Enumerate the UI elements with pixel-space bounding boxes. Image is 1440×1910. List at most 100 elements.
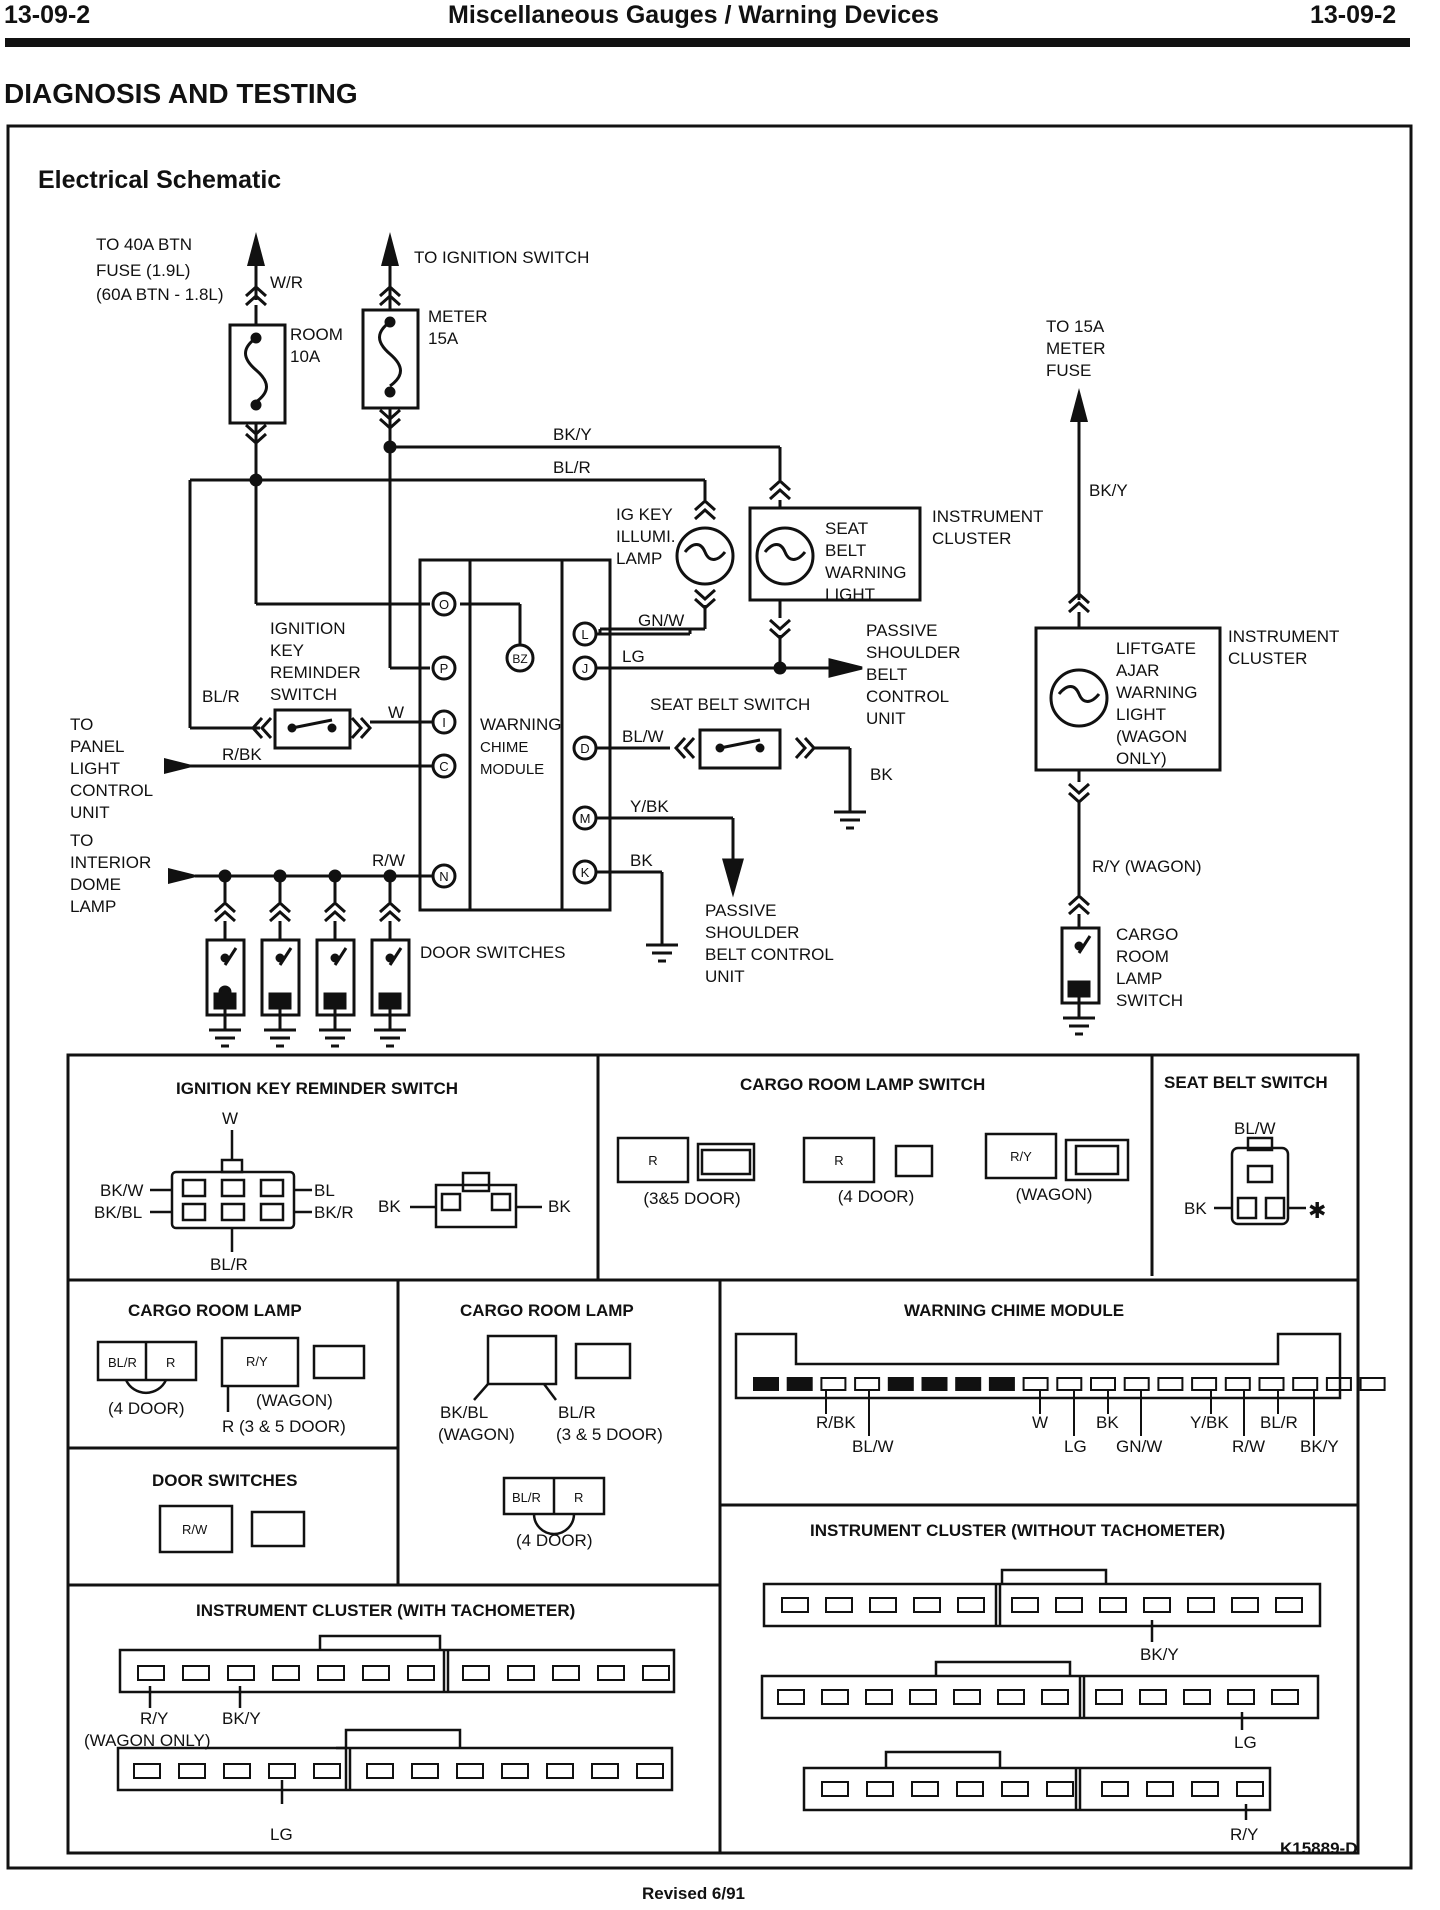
instrument-cluster-seatbelt [748,506,922,602]
connector-pin [1359,1377,1386,1391]
svg-text:INSTRUMENT: INSTRUMENT [1228,627,1339,646]
svg-text:R/Y: R/Y [140,1709,168,1728]
svg-text:DOOR SWITCHES: DOOR SWITCHES [420,943,565,962]
connector-pin [1325,1377,1352,1391]
svg-text:(3&5 DOOR): (3&5 DOOR) [643,1189,740,1208]
svg-text:R: R [166,1355,175,1370]
door-switch-3 [315,876,356,1048]
svg-text:FUSE: FUSE [1046,361,1091,380]
svg-text:BK/R: BK/R [314,1203,354,1222]
instrument-cluster-without-tach-connector: INSTRUMENT CLUSTER (WITHOUT TACHOMETER) … [760,1521,1322,1844]
svg-text:K: K [581,865,590,880]
chime-module-pins: O P I C N L J D M K BZ [439,597,590,884]
connector-pin [1146,1781,1174,1797]
svg-text:W: W [1032,1413,1048,1432]
connector-pin [777,1689,805,1705]
svg-text:BK/Y: BK/Y [222,1709,261,1728]
figure-id: K15889-D [1280,1839,1358,1858]
svg-text:UNIT: UNIT [866,709,906,728]
page-number-right: 13-09-2 [1310,1,1397,29]
svg-text:(3 & 5 DOOR): (3 & 5 DOOR) [556,1425,663,1444]
connector-pin [753,1377,779,1391]
svg-text:BK: BK [548,1197,571,1216]
svg-text:CLUSTER: CLUSTER [1228,649,1307,668]
svg-text:LG: LG [1064,1437,1087,1456]
svg-text:✱: ✱ [1308,1198,1326,1223]
connector-pin [317,1665,345,1681]
svg-text:BL/R: BL/R [553,458,591,477]
cargo-room-lamp-switch-connector: CARGO ROOM LAMP SWITCH R R R/Y (3&5 DOOR… [616,1075,1130,1208]
svg-text:(WAGON): (WAGON) [1016,1185,1093,1204]
svg-text:(WAGON): (WAGON) [438,1425,515,1444]
svg-text:Y/BK: Y/BK [630,797,669,816]
arrow-up-40a-icon [247,232,265,266]
svg-text:15A: 15A [428,329,459,348]
svg-text:TO: TO [70,715,93,734]
svg-text:ONLY): ONLY) [1116,749,1167,768]
svg-text:R/Y: R/Y [1230,1825,1258,1844]
svg-text:UNIT: UNIT [705,967,745,986]
connector-pin [911,1781,939,1797]
svg-text:LAMP: LAMP [70,897,116,916]
connector-pin [636,1763,664,1779]
wiring [164,232,1222,1048]
svg-text:CONTROL: CONTROL [70,781,153,800]
connector-pin [869,1597,897,1613]
svg-text:LIGHT: LIGHT [70,759,120,778]
svg-text:SWITCH: SWITCH [270,685,337,704]
door-switch-2 [260,876,301,1048]
connector-pin [1046,1781,1074,1797]
ignition-key-reminder-connector: IGNITION KEY REMINDER SWITCH W BK [94,1079,571,1274]
svg-text:(WAGON ONLY): (WAGON ONLY) [84,1731,211,1750]
connector-pin [825,1597,853,1613]
svg-text:GN/W: GN/W [1116,1437,1162,1456]
warning-chime-module-connector: WARNING CHIME MODULE R/BK BL/W W LG BK G… [734,1301,1386,1456]
connector-pin [1231,1597,1259,1613]
connector-pin [182,1665,210,1681]
svg-text:BL/W: BL/W [1234,1119,1276,1138]
ignition-key-reminder-switch [273,708,352,750]
svg-text:BL/W: BL/W [622,727,664,746]
svg-text:TO 40A BTN: TO 40A BTN [96,235,192,254]
svg-text:WARNING CHIME MODULE: WARNING CHIME MODULE [904,1301,1124,1320]
svg-text:INSTRUMENT CLUSTER (WITH TACHO: INSTRUMENT CLUSTER (WITH TACHOMETER) [196,1601,575,1620]
svg-text:INTERIOR: INTERIOR [70,853,151,872]
svg-text:IGNITION KEY REMINDER SWITCH: IGNITION KEY REMINDER SWITCH [176,1079,458,1098]
section-title: DIAGNOSIS AND TESTING [4,78,358,109]
svg-text:BK/Y: BK/Y [1140,1645,1179,1664]
svg-text:INSTRUMENT: INSTRUMENT [932,507,1043,526]
connector-pin [1090,1377,1116,1391]
svg-text:BK/W: BK/W [100,1181,143,1200]
connector-pin [1187,1597,1215,1613]
svg-text:C: C [439,759,448,774]
svg-text:10A: 10A [290,347,321,366]
svg-text:R/BK: R/BK [222,745,262,764]
connector-pin [957,1597,985,1613]
svg-text:BL/W: BL/W [852,1437,894,1456]
svg-text:BL/R: BL/R [512,1490,541,1505]
svg-text:CARGO ROOM LAMP: CARGO ROOM LAMP [128,1301,302,1320]
svg-text:CARGO ROOM LAMP: CARGO ROOM LAMP [460,1301,634,1320]
header-rule [5,38,1410,47]
svg-text:W: W [388,703,404,722]
svg-text:BK/Y: BK/Y [553,425,592,444]
svg-text:LG: LG [622,647,645,666]
connector-pin [227,1665,255,1681]
connector-pin [501,1763,529,1779]
connector-pin [1011,1597,1039,1613]
svg-text:BL: BL [314,1181,335,1200]
svg-text:I: I [442,715,446,730]
svg-text:LIFTGATE: LIFTGATE [1116,639,1196,658]
svg-text:PANEL: PANEL [70,737,125,756]
svg-text:R: R [834,1153,843,1168]
svg-text:CARGO ROOM LAMP SWITCH: CARGO ROOM LAMP SWITCH [740,1075,985,1094]
connector-pin [921,1377,948,1391]
connector-pin [821,1689,849,1705]
connector-pin [1275,1597,1303,1613]
svg-text:IG KEY: IG KEY [616,505,673,524]
cargo-room-lamp-connector-2: CARGO ROOM LAMP BK/BL (WAGON) BL/R (3 & … [438,1301,663,1550]
svg-text:SHOULDER: SHOULDER [866,643,960,662]
page-header-title: Miscellaneous Gauges / Warning Devices [448,1,939,29]
svg-text:(4 DOOR): (4 DOOR) [108,1399,185,1418]
connector-pin [1183,1689,1211,1705]
